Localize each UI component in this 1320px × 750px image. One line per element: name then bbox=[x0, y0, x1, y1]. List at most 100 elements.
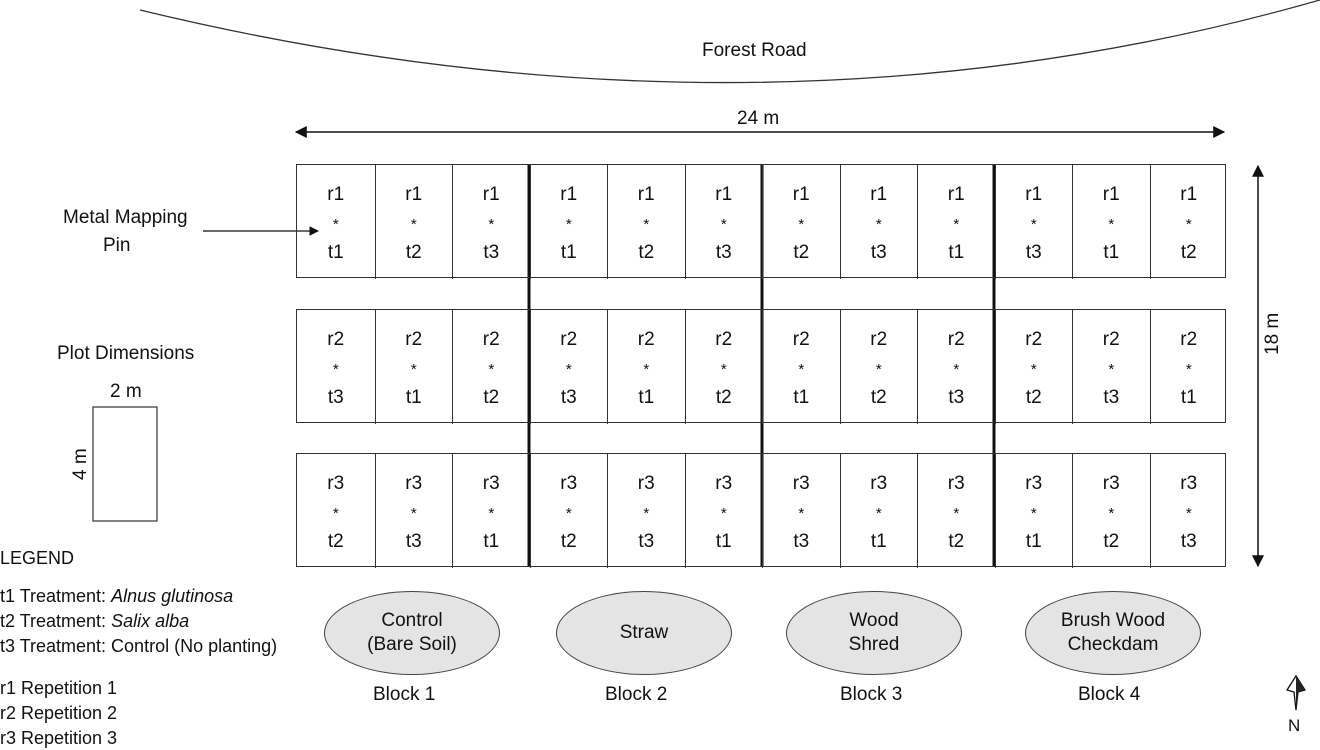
plot-cell: r1 * t1 bbox=[529, 165, 608, 279]
pin-marker: * bbox=[488, 216, 495, 233]
plot-cell: r1*t1 bbox=[297, 165, 375, 279]
pin-marker: * bbox=[1108, 216, 1115, 233]
plot-cell: r3*t3 bbox=[762, 454, 840, 568]
plot-treatment-label: t3 bbox=[1025, 242, 1042, 263]
pin-marker: * bbox=[565, 505, 572, 522]
plot-rep-label: r1 bbox=[560, 184, 578, 205]
pin-marker: * bbox=[643, 505, 650, 522]
plot-cell: r2 * t2 bbox=[684, 310, 763, 424]
plot-cell: r3*t3 bbox=[374, 454, 453, 568]
plot-treatment-label: t1 bbox=[793, 387, 810, 408]
plot-cell: r2*t1 bbox=[374, 310, 453, 424]
plot-treatment-label: t1 bbox=[483, 531, 500, 552]
plot-rep-label: r2 bbox=[637, 329, 655, 350]
pin-marker: * bbox=[798, 216, 805, 233]
pin-marker: * bbox=[798, 505, 805, 522]
block-2-label: Block 2 bbox=[605, 684, 668, 705]
pin-marker: * bbox=[332, 361, 339, 378]
pin-marker: * bbox=[1185, 505, 1192, 522]
pin-marker: * bbox=[643, 216, 650, 233]
pin-marker: * bbox=[565, 361, 572, 378]
plot-cell: r1*t1 bbox=[1072, 165, 1150, 279]
pin-marker: * bbox=[1030, 361, 1037, 378]
pin-marker: * bbox=[953, 216, 960, 233]
plot-rep-label: r1 bbox=[792, 184, 810, 205]
block-3-label: Block 3 bbox=[840, 684, 903, 705]
plot-cell: r3*t1 bbox=[839, 454, 918, 568]
plot-cell: r3*t2 bbox=[297, 454, 375, 568]
plot-treatment-label: t2 bbox=[405, 242, 422, 263]
plot-treatment-label: t3 bbox=[483, 242, 500, 263]
plot-cell: r3*t1 bbox=[452, 454, 530, 568]
plot-cell: r3*t2 bbox=[917, 454, 995, 568]
plot-rep-label: r2 bbox=[870, 329, 888, 350]
plot-treatment-label: t3 bbox=[327, 387, 344, 408]
plot-rep-label: r2 bbox=[792, 329, 810, 350]
pin-marker: * bbox=[875, 505, 882, 522]
plot-rep-label: r1 bbox=[482, 184, 500, 205]
plot-rep-label: r3 bbox=[947, 473, 965, 494]
block-1-ellipse: Control (Bare Soil) bbox=[324, 591, 500, 675]
plot-rep-label: r3 bbox=[1180, 473, 1198, 494]
pin-marker: * bbox=[488, 505, 495, 522]
road-label: Forest Road bbox=[702, 40, 807, 61]
plot-rep-label: r1 bbox=[1025, 184, 1043, 205]
plot-rep-label: r2 bbox=[715, 329, 733, 350]
plot-cell: r2*t2 bbox=[994, 310, 1073, 424]
pin-marker: * bbox=[1108, 505, 1115, 522]
plot-cell: r1*t2 bbox=[1149, 165, 1228, 279]
pin-marker: * bbox=[1185, 216, 1192, 233]
plot-treatment-label: t3 bbox=[793, 531, 810, 552]
plot-rep-label: r3 bbox=[1025, 473, 1043, 494]
plot-cell: r2*t3 bbox=[1072, 310, 1150, 424]
plot-treatment-label: t2 bbox=[715, 387, 732, 408]
plot-rep-label: r1 bbox=[1102, 184, 1120, 205]
plot-rep-label: r2 bbox=[405, 329, 423, 350]
plot-rep-label: r3 bbox=[327, 473, 345, 494]
plot-treatment-label: t1 bbox=[948, 242, 965, 263]
block-4-ellipse: Brush Wood Checkdam bbox=[1025, 591, 1201, 675]
block-4-label: Block 4 bbox=[1078, 684, 1141, 705]
legend-r1: r1 Repetition 1 bbox=[0, 678, 118, 698]
block-3-ellipse: Wood Shred bbox=[786, 591, 962, 675]
pin-marker: * bbox=[798, 361, 805, 378]
pin-marker: * bbox=[953, 361, 960, 378]
plot-cell: r2*t3 bbox=[917, 310, 995, 424]
plot-rep-label: r2 bbox=[327, 329, 345, 350]
plot-cell: r2*t2 bbox=[452, 310, 530, 424]
pin-marker: * bbox=[1030, 505, 1037, 522]
plot-rep-label: r3 bbox=[870, 473, 888, 494]
height-label: 18 m bbox=[1262, 312, 1283, 355]
plot-treatment-label: t1 bbox=[560, 242, 577, 263]
plot-treatment-label: t2 bbox=[870, 387, 887, 408]
plot-rep-label: r1 bbox=[715, 184, 733, 205]
plot-treatment-label: t1 bbox=[638, 387, 655, 408]
plot-rep-label: r2 bbox=[1025, 329, 1043, 350]
plot-rep-label: r2 bbox=[560, 329, 578, 350]
pin-marker: * bbox=[720, 361, 727, 378]
plot-cell: r2*t3 bbox=[529, 310, 608, 424]
plot-treatment-label: t3 bbox=[638, 531, 655, 552]
legend-t2: t2 Treatment: Salix alba bbox=[0, 611, 190, 631]
block-2-ellipse: Straw bbox=[556, 591, 732, 675]
pin-marker: * bbox=[565, 216, 572, 233]
plot-cell: r2 * t1 bbox=[762, 310, 840, 424]
pin-label-line2: Pin bbox=[103, 235, 131, 256]
plot-rep-label: r2 bbox=[482, 329, 500, 350]
plot-rep-label: r2 bbox=[1102, 329, 1120, 350]
pin-marker: * bbox=[1185, 361, 1192, 378]
plot-rep-label: r1 bbox=[870, 184, 888, 205]
plot-rep-label: r3 bbox=[1102, 473, 1120, 494]
plot-treatment-label: t3 bbox=[405, 531, 422, 552]
plot-treatment-label: t2 bbox=[793, 242, 810, 263]
plot-rep-label: r1 bbox=[405, 184, 423, 205]
plot-treatment-label: t2 bbox=[1103, 531, 1120, 552]
plot-treatment-label: t1 bbox=[1180, 387, 1197, 408]
forest-road-curve bbox=[139, 0, 1320, 84]
plot-treatment-label: t2 bbox=[560, 531, 577, 552]
plot-rep-label: r3 bbox=[405, 473, 423, 494]
plot-treatment-label: t3 bbox=[715, 242, 732, 263]
plot-treatment-label: t3 bbox=[870, 242, 887, 263]
